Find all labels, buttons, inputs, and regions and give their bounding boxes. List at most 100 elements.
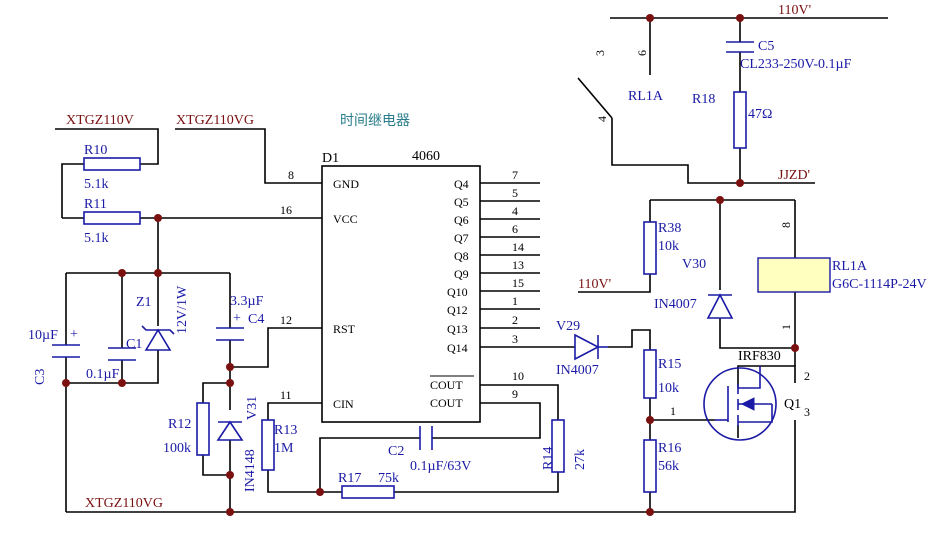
ic-pin-q12-num: 1 [512, 294, 518, 308]
ic-pin-q9-num: 13 [512, 258, 524, 272]
r38-ref: R38 [658, 221, 681, 236]
v30-ref: V30 [682, 257, 706, 272]
c5-value: CL233-250V-0.1µF [740, 57, 852, 72]
resistor-r14: R14 27k [541, 419, 588, 473]
r12-value: 100k [163, 441, 191, 456]
ic-pin-coutn-name: COUT [430, 378, 463, 392]
q1-pin2: 2 [804, 369, 810, 383]
ic-pin-q4-name: Q4 [454, 177, 469, 191]
rl1a-contact-ref: RL1A [628, 89, 664, 104]
c2-ref: C2 [388, 444, 404, 459]
ic-pin-cin-name: CIN [333, 397, 354, 411]
v30-value: IN4007 [654, 297, 697, 312]
r16-ref: R16 [658, 441, 681, 456]
r14-value: 27k [573, 449, 588, 470]
c2-value: 0.1µF/63V [410, 459, 471, 474]
r11-ref: R11 [84, 197, 107, 212]
c3-plus: + [70, 327, 78, 342]
net-label-110v-top: 110V' [778, 3, 811, 18]
net-label-xtgz110vg-bottom: XTGZ110VG [85, 496, 163, 511]
ic-pin-coutn-num: 10 [512, 369, 524, 383]
net-label-xtgz110v: XTGZ110V [66, 113, 134, 128]
junctions [62, 14, 799, 516]
ic-pin-rst-num: 12 [280, 313, 292, 327]
resistor-r16: R16 56k [643, 439, 681, 493]
ic-pin-cout-num: 9 [512, 387, 518, 401]
mosfet-q1: IRF830 Q1 1 2 3 [670, 349, 810, 441]
ic-pin-q5-name: Q5 [454, 195, 469, 209]
rl1a-pin1: 1 [779, 324, 793, 330]
rl1a-pin8: 8 [779, 222, 793, 228]
zener-z1: Z1 12V/1W [136, 285, 190, 351]
r14-ref: R14 [541, 447, 556, 470]
ic-4060: D1 4060 8 GND 16 VCC 12 RST 11 CIN 7 Q4 … [280, 149, 524, 423]
ic-pin-q7-name: Q7 [454, 231, 469, 245]
ic-pin-q5-num: 5 [512, 186, 518, 200]
ic-pin-q12-name: Q12 [447, 303, 468, 317]
q1-value: IRF830 [738, 349, 781, 364]
capacitor-c1: C1 0.1µF [86, 337, 142, 382]
resistor-r12: R12 100k [163, 402, 210, 456]
resistor-r10: R10 5.1k [83, 143, 141, 192]
r12-ref: R12 [168, 417, 191, 432]
net-label-110v-mid: 110V' [578, 277, 611, 292]
relay-contact-rl1a: RL1A 3 6 4 [593, 50, 664, 122]
c5-ref: C5 [758, 39, 774, 54]
ic-pin-vcc-name: VCC [333, 212, 358, 226]
v31-ref: V31 [245, 396, 260, 420]
r15-value: 10k [658, 381, 679, 396]
c4-plus: + [233, 311, 241, 326]
ic-body [321, 165, 481, 423]
c4-ref: C4 [248, 312, 264, 327]
ic-pin-rst-name: RST [333, 322, 356, 336]
r38-value: 10k [658, 239, 679, 254]
capacitor-c2: C2 0.1µF/63V [388, 426, 471, 474]
r10-ref: R10 [84, 143, 107, 158]
ic-pin-gnd-name: GND [333, 177, 359, 191]
rl1a-contact-pin4: 4 [595, 116, 609, 122]
ic-pin-q8-num: 14 [512, 240, 524, 254]
z1-ref: Z1 [136, 295, 152, 310]
c3-value: 10µF [28, 328, 58, 343]
r17-ref: R17 [338, 471, 361, 486]
capacitor-c3: + C3 10µF [28, 327, 80, 385]
c3-ref: C3 [33, 369, 48, 385]
ic-pin-cout-name: COUT [430, 396, 463, 410]
ic-pin-q13-name: Q13 [447, 322, 468, 336]
diode-v31: V31 IN4148 [216, 396, 260, 492]
q1-ref: Q1 [784, 397, 801, 412]
resistor-r17: R17 75k [338, 471, 399, 499]
diode-v29: V29 IN4007 [556, 319, 608, 378]
ic-pin-q4-num: 7 [512, 168, 518, 182]
ic-pin-vcc-num: 16 [280, 203, 292, 217]
resistor-r38: R38 10k [643, 221, 681, 275]
r16-value: 56k [658, 459, 679, 474]
diagram-title: 时间继电器 [340, 113, 410, 129]
ic-pin-q10-name: Q10 [447, 285, 468, 299]
rl1a-contact-pin6: 6 [635, 50, 649, 56]
r15-ref: R15 [658, 357, 681, 372]
r10-value: 5.1k [84, 177, 109, 192]
rl1a-coil-value: G6C-1114P-24V [832, 277, 927, 292]
q1-pin3: 3 [804, 405, 810, 419]
ic-pin-q9-name: Q9 [454, 267, 469, 281]
net-label-jjzd: JJZD' [778, 168, 810, 183]
wires [55, 17, 888, 513]
ic-pin-q7-num: 6 [512, 222, 518, 236]
c1-ref: C1 [126, 337, 142, 352]
ic-pin-q14-num: 3 [512, 332, 518, 346]
v29-value: IN4007 [556, 363, 599, 378]
net-label-xtgz110vg-top: XTGZ110VG [176, 113, 254, 128]
capacitor-c5: C5 CL233-250V-0.1µF [726, 39, 852, 72]
capacitor-c4: + C4 3.3µF [216, 294, 264, 341]
r17-value: 75k [378, 471, 399, 486]
c1-value: 0.1µF [86, 367, 120, 382]
q1-pin1: 1 [670, 404, 676, 418]
r18-value: 47Ω [748, 107, 772, 122]
ic-pin-q6-name: Q6 [454, 213, 469, 227]
rl1a-coil-ref: RL1A [832, 259, 868, 274]
rl1a-contact-pin3: 3 [593, 50, 607, 56]
ic-pin-cin-num: 11 [280, 388, 292, 402]
resistor-r18: R18 47Ω [692, 91, 772, 149]
